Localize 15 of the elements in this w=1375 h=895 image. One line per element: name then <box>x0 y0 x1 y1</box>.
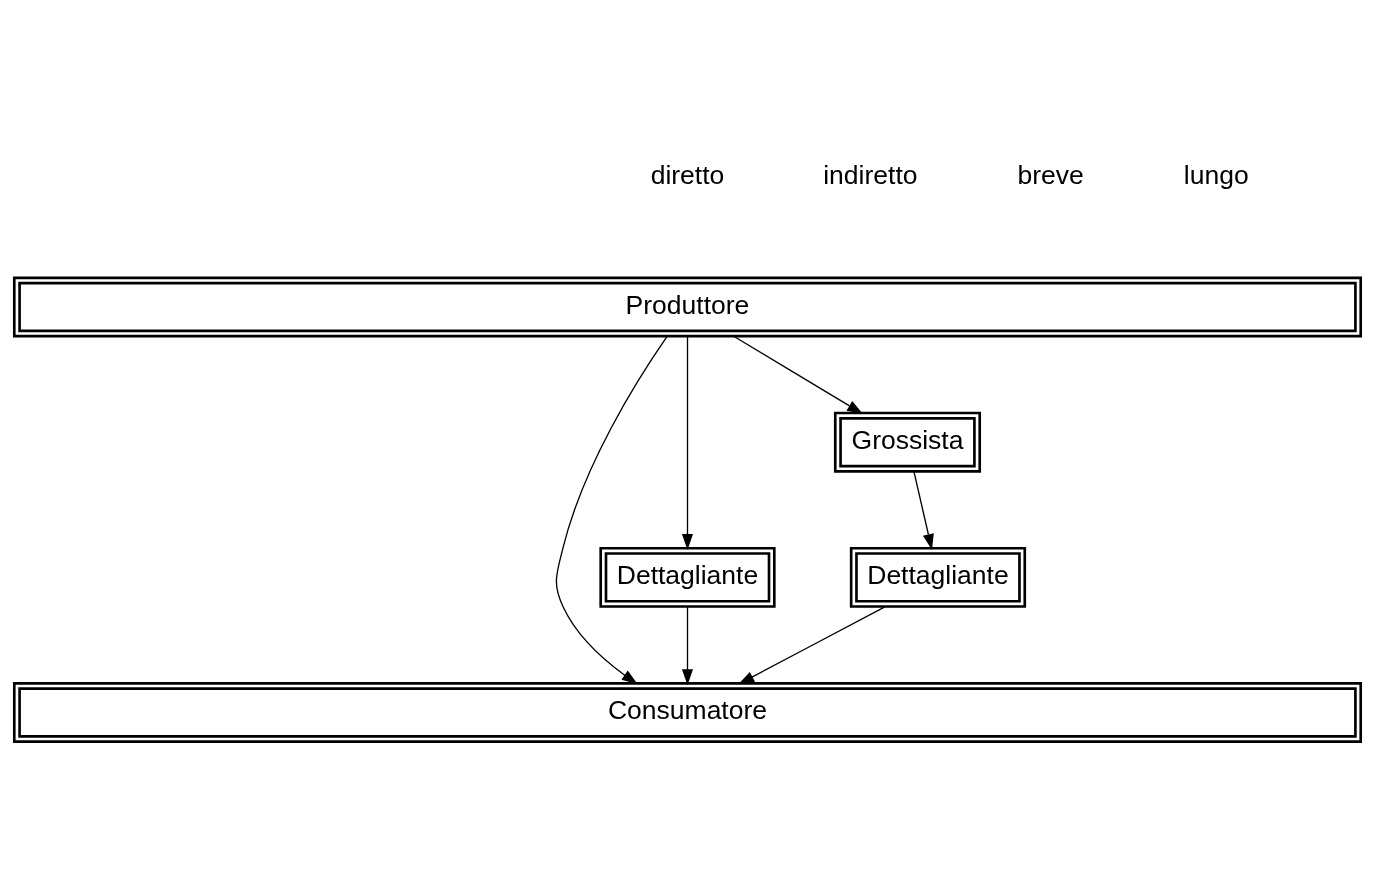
node-box: Produttore <box>12 276 1363 338</box>
label: diretto <box>650 159 725 190</box>
label: indiretto <box>823 159 918 190</box>
arrow <box>733 335 863 415</box>
node-box: Dettagliante <box>599 546 776 608</box>
arrow <box>738 606 886 685</box>
arrow <box>681 606 694 686</box>
arrow <box>913 470 934 550</box>
label: breve <box>1017 159 1084 190</box>
node-box: Dettagliante <box>849 546 1027 608</box>
label: lungo <box>1183 159 1249 190</box>
arrow <box>681 335 694 550</box>
arrow <box>555 335 668 685</box>
node-box: Grossista <box>833 411 982 473</box>
node-box: Consumatore <box>12 682 1363 744</box>
